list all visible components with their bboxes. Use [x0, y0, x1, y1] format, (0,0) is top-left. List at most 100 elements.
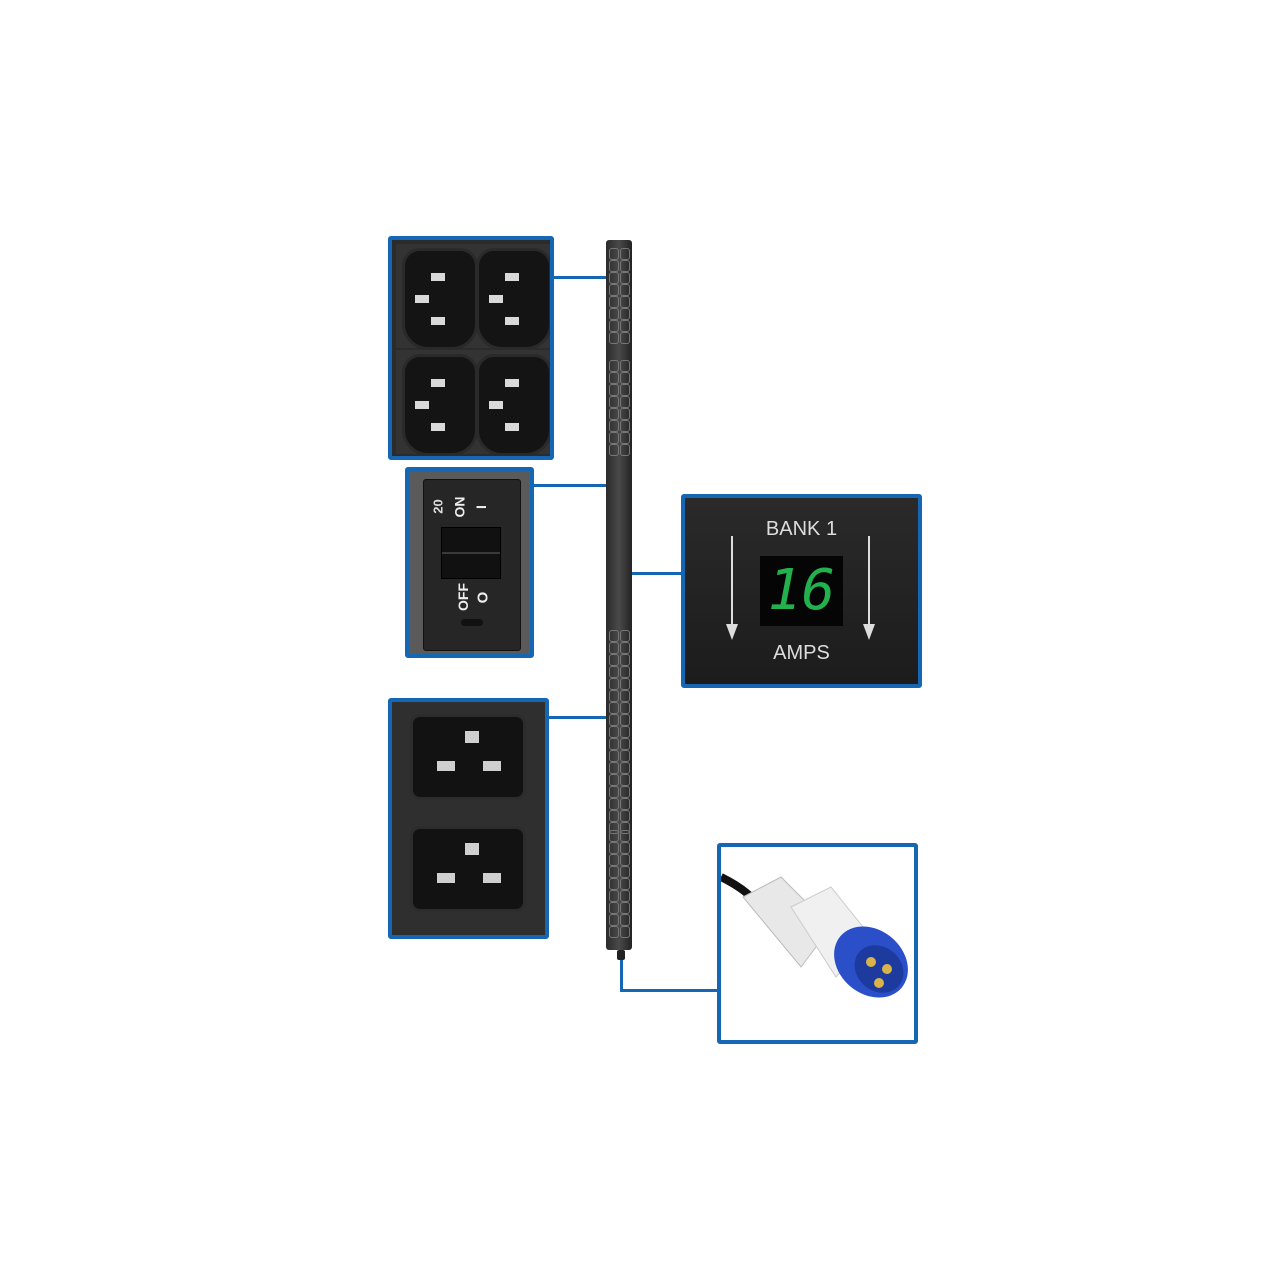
strip-outlet-icon: [620, 902, 630, 914]
strip-outlet-icon: [620, 926, 630, 938]
strip-outlet-icon: [620, 284, 630, 296]
strip-outlet-icon: [609, 866, 619, 878]
strip-outlet-icon: [620, 420, 630, 432]
c13-outlet-icon: [476, 354, 550, 456]
callout-line-display: [632, 572, 681, 575]
c13-outlet-icon: [402, 354, 478, 456]
amps-label: AMPS: [773, 642, 830, 664]
strip-outlet-icon: [620, 774, 630, 786]
strip-outlet-icon: [609, 260, 619, 272]
strip-outlet-icon: [609, 750, 619, 762]
strip-outlet-icon: [620, 842, 630, 854]
strip-outlet-icon: [620, 432, 630, 444]
strip-outlet-icon: [620, 810, 630, 822]
strip-outlet-icon: [609, 320, 619, 332]
strip-outlet-icon: [609, 432, 619, 444]
strip-outlet-icon: [609, 902, 619, 914]
strip-outlet-icon: [609, 408, 619, 420]
strip-outlet-icon: [609, 738, 619, 750]
strip-outlet-icon: [609, 762, 619, 774]
strip-outlet-icon: [609, 774, 619, 786]
strip-outlet-icon: [609, 714, 619, 726]
strip-outlet-icon: [609, 384, 619, 396]
strip-outlet-icon: [620, 248, 630, 260]
strip-outlet-icon: [620, 642, 630, 654]
bank-display-callout: BANK 1 16 AMPS: [681, 494, 922, 688]
pdu-strip: [606, 240, 632, 950]
c19-outlet-icon: [410, 826, 526, 912]
strip-outlet-icon: [609, 786, 619, 798]
strip-outlet-icon: [620, 738, 630, 750]
bank-label: BANK 1: [765, 518, 838, 540]
amps-value: 16: [767, 558, 836, 623]
strip-outlet-icon: [620, 260, 630, 272]
strip-outlet-icon: [620, 678, 630, 690]
breaker-rating: 20: [430, 499, 446, 514]
strip-outlet-icon: [609, 854, 619, 866]
strip-outlet-icon: [620, 702, 630, 714]
strip-outlet-icon: [609, 284, 619, 296]
strip-outlet-icon: [609, 630, 619, 642]
breaker-switch[interactable]: [441, 527, 501, 579]
strip-outlet-icon: [609, 678, 619, 690]
strip-outlet-icon: [609, 248, 619, 260]
strip-outlet-icon: [620, 444, 630, 456]
strip-outlet-icon: [620, 272, 630, 284]
strip-outlet-icon: [620, 630, 630, 642]
strip-outlet-icon: [609, 914, 619, 926]
strip-outlet-icon: [620, 690, 630, 702]
strip-outlet-icon: [609, 798, 619, 810]
strip-outlet-icon: [620, 854, 630, 866]
strip-outlet-icon: [620, 726, 630, 738]
breaker-on-symbol: I: [472, 505, 489, 509]
strip-outlet-icon: [620, 822, 630, 834]
power-cord: [617, 950, 625, 960]
strip-outlet-icon: [609, 830, 619, 842]
strip-outlet-icon: [609, 822, 619, 834]
strip-outlet-icon: [620, 762, 630, 774]
c19-outlet-icon: [410, 714, 526, 800]
strip-outlet-icon: [620, 332, 630, 344]
breaker-callout: 20 ON I OFF O: [405, 467, 534, 658]
iec-plug-icon: [721, 873, 908, 998]
strip-outlet-icon: [609, 642, 619, 654]
strip-outlet-icon: [620, 798, 630, 810]
callout-line-c13: [553, 276, 606, 279]
strip-outlet-icon: [620, 320, 630, 332]
strip-outlet-icon: [609, 296, 619, 308]
strip-outlet-icon: [620, 308, 630, 320]
strip-outlet-icon: [609, 308, 619, 320]
strip-outlet-icon: [609, 690, 619, 702]
breaker-off-symbol: O: [474, 591, 492, 604]
strip-outlet-icon: [609, 666, 619, 678]
strip-outlet-icon: [609, 360, 619, 372]
strip-outlet-icon: [620, 830, 630, 842]
callout-line-c19: [548, 716, 606, 719]
c13-outlet-icon: [476, 248, 550, 350]
strip-outlet-icon: [620, 408, 630, 420]
c13-outlet-icon: [402, 248, 478, 350]
callout-line-plug-v: [620, 955, 623, 992]
iec-plug-callout: [717, 843, 918, 1044]
strip-outlet-icon: [620, 878, 630, 890]
callout-line-plug-h: [620, 989, 717, 992]
strip-outlet-icon: [609, 372, 619, 384]
strip-outlet-icon: [609, 878, 619, 890]
strip-outlet-icon: [609, 420, 619, 432]
strip-outlet-icon: [609, 332, 619, 344]
strip-outlet-icon: [609, 842, 619, 854]
breaker-on-label: ON: [451, 496, 468, 518]
callout-line-breaker: [533, 484, 606, 487]
strip-outlet-icon: [620, 296, 630, 308]
strip-outlet-icon: [620, 666, 630, 678]
strip-outlet-icon: [620, 384, 630, 396]
strip-outlet-icon: [609, 444, 619, 456]
strip-outlet-icon: [609, 702, 619, 714]
strip-outlet-icon: [609, 396, 619, 408]
strip-outlet-icon: [620, 786, 630, 798]
strip-outlet-icon: [620, 890, 630, 902]
c19-outlets-callout: [388, 698, 549, 939]
strip-outlet-icon: [609, 926, 619, 938]
strip-outlet-icon: [620, 654, 630, 666]
breaker-off-label: OFF: [455, 583, 471, 611]
